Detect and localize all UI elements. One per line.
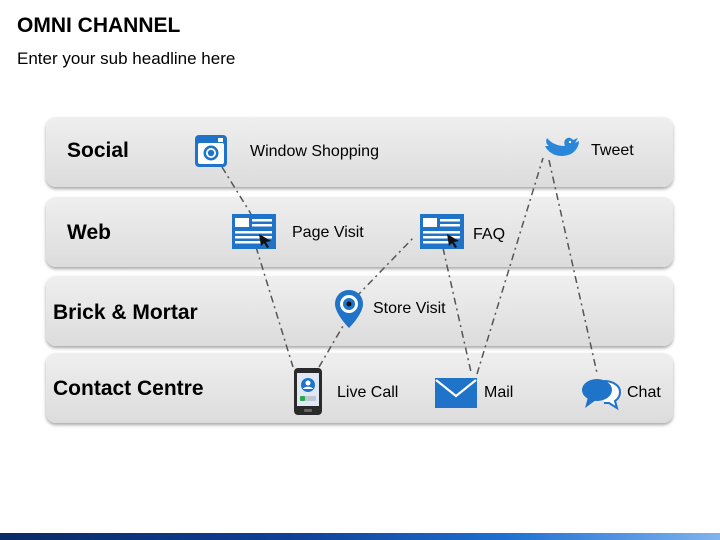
twitter-bird-icon — [545, 137, 579, 157]
instagram-icon — [195, 135, 227, 167]
tweet-label: Tweet — [591, 142, 634, 159]
row-label-web: Web — [67, 221, 111, 244]
faq-webpage-icon — [420, 214, 464, 249]
row-label-social: Social — [67, 139, 129, 162]
live-call-label: Live Call — [337, 384, 399, 401]
mail-label: Mail — [484, 384, 514, 401]
smartphone-contact-icon — [294, 368, 322, 415]
connector-tweet-chat — [548, 159, 598, 374]
mail-envelope-icon — [435, 378, 477, 408]
connector-mail-tweet — [476, 157, 544, 375]
band-web — [46, 197, 673, 267]
connector-faq-mail — [442, 247, 472, 373]
row-label-contact-centre: Contact Centre — [53, 377, 204, 400]
band-contact-centre — [46, 353, 673, 423]
page-subtitle: Enter your sub headline here — [17, 49, 236, 68]
store-visit-label: Store Visit — [373, 300, 446, 317]
chat-bubbles-icon — [582, 379, 622, 411]
faq-label: FAQ — [473, 226, 506, 243]
footer-accent-bar — [0, 533, 720, 540]
connector-instagram-pagevisit — [221, 166, 252, 215]
location-pin-icon — [335, 290, 363, 328]
page-visit-label: Page Visit — [292, 224, 364, 241]
webpage-cursor-icon — [232, 214, 276, 249]
page-title: OMNI CHANNEL — [17, 14, 181, 37]
connector-livecall-storevisit — [318, 325, 344, 368]
chat-label: Chat — [627, 384, 661, 401]
window-shopping-label: Window Shopping — [250, 143, 379, 160]
row-label-brick-mortar: Brick & Mortar — [53, 301, 198, 324]
connector-pagevisit-livecall — [255, 246, 294, 368]
connector-storevisit-faq — [355, 235, 416, 298]
